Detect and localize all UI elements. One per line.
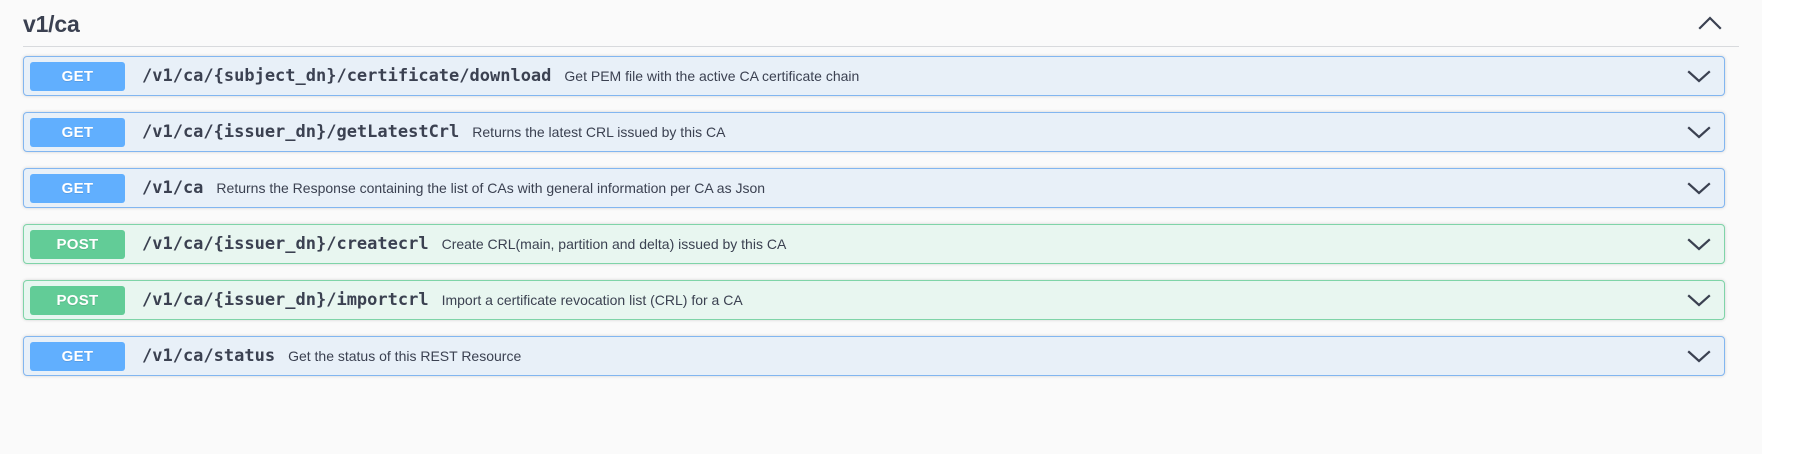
chevron-down-glyph [1687,349,1711,363]
chevron-down-glyph [1687,69,1711,83]
chevron-up-glyph [1698,16,1722,30]
operation-row[interactable]: POST/v1/ca/{issuer_dn}/importcrl Import a… [23,280,1725,320]
method-badge-post: POST [30,285,125,315]
operation-path: /v1/ca/{issuer_dn}/createcrl [142,234,429,254]
method-badge-post: POST [30,229,125,259]
operation-row[interactable]: GET/v1/ca/status Get the status of this R… [23,336,1725,376]
operation-description: Import a certificate revocation list (CR… [441,292,743,308]
operation-description: Get PEM file with the active CA certific… [564,68,860,84]
api-docs-panel: v1/ca GET/v1/ca/{subject_dn}/certificate… [0,0,1762,376]
chevron-down-glyph [1687,293,1711,307]
operation-path: /v1/ca/{subject_dn}/certificate/download [142,66,552,86]
method-badge-get: GET [30,61,125,91]
operation-row[interactable]: GET/v1/ca Returns the Response containing… [23,168,1725,208]
method-badge-get: GET [30,117,125,147]
chevron-down-icon[interactable] [1682,171,1716,205]
method-badge-get: GET [30,341,125,371]
chevron-down-icon[interactable] [1682,227,1716,261]
operation-description: Returns the Response containing the list… [216,180,766,196]
section-title: v1/ca [23,10,80,37]
chevron-down-icon[interactable] [1682,339,1716,373]
operation-description: Returns the latest CRL issued by this CA [472,124,726,140]
chevron-up-icon[interactable] [1695,8,1725,38]
operation-description: Get the status of this REST Resource [288,348,522,364]
method-badge-get: GET [30,173,125,203]
chevron-down-icon[interactable] [1682,115,1716,149]
operation-path: /v1/ca/{issuer_dn}/importcrl [142,290,429,310]
chevron-down-icon[interactable] [1682,59,1716,93]
section-header-v1-ca[interactable]: v1/ca [23,0,1739,47]
chevron-down-glyph [1687,125,1711,139]
operation-list: GET/v1/ca/{subject_dn}/certificate/downl… [0,47,1762,376]
operation-description: Create CRL(main, partition and delta) is… [441,236,787,252]
operation-path: /v1/ca [142,178,204,198]
chevron-down-icon[interactable] [1682,283,1716,317]
operation-row[interactable]: GET/v1/ca/{issuer_dn}/getLatestCrl Return… [23,112,1725,152]
chevron-down-glyph [1687,237,1711,251]
chevron-down-glyph [1687,181,1711,195]
operation-row[interactable]: GET/v1/ca/{subject_dn}/certificate/downl… [23,56,1725,96]
operation-path: /v1/ca/status [142,346,276,366]
operation-row[interactable]: POST/v1/ca/{issuer_dn}/createcrl Create C… [23,224,1725,264]
operation-path: /v1/ca/{issuer_dn}/getLatestCrl [142,122,460,142]
